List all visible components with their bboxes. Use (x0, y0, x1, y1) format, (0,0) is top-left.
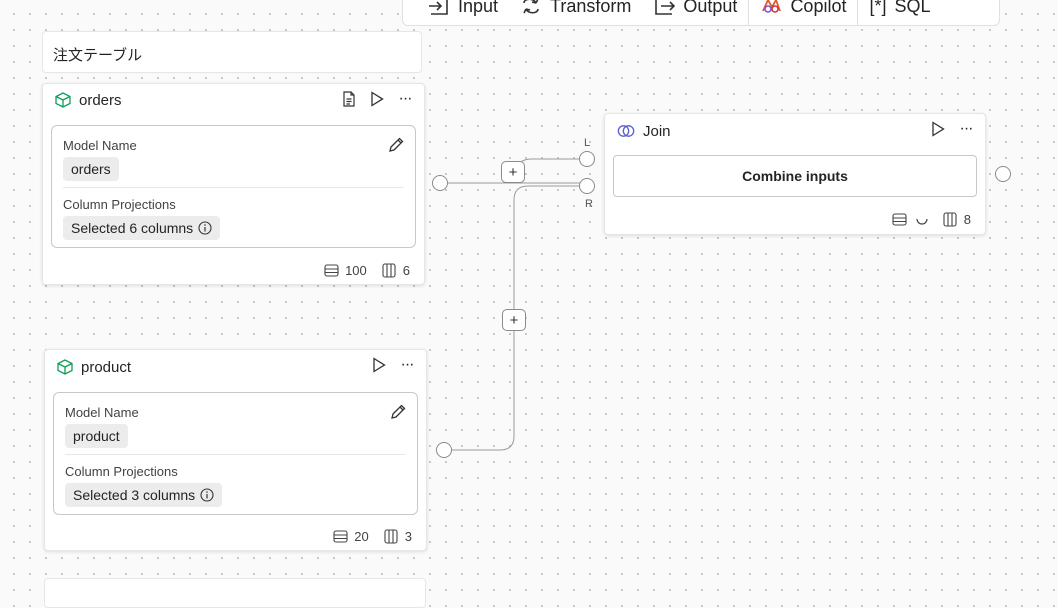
toolbar-divider (857, 0, 859, 25)
join-right-input-port[interactable] (579, 178, 595, 194)
toolbar-copilot-label: Copilot (790, 0, 847, 16)
divider (65, 454, 406, 455)
join-left-input-port[interactable] (579, 151, 595, 167)
column-count: 3 (404, 528, 412, 544)
model-cube-icon (55, 92, 71, 108)
toolbar-sql-button[interactable]: [*] SQL (858, 0, 941, 25)
column-projections-value: Selected 3 columns (73, 487, 196, 503)
edit-pencil-icon[interactable] (389, 403, 407, 421)
node-header: orders ··· (43, 84, 424, 116)
model-settings-panel: Model Name orders Column Projections Sel… (51, 125, 416, 248)
node-title: orders (79, 91, 122, 109)
more-options-icon[interactable]: ··· (400, 356, 415, 373)
columns-icon (383, 528, 399, 544)
combine-inputs-button[interactable]: Combine inputs (613, 155, 977, 197)
sql-icon: [*] (869, 0, 887, 16)
join-output-port[interactable] (995, 166, 1011, 182)
toolbar-output-label: Output (683, 0, 738, 16)
model-name-chip[interactable]: orders (63, 157, 119, 181)
toolbar-input-button[interactable]: Input (417, 0, 509, 25)
output-icon (653, 0, 676, 17)
edit-pencil-icon[interactable] (387, 136, 405, 154)
model-name-label: Model Name (65, 405, 139, 420)
row-count: 100 (345, 262, 367, 278)
node-header: product ··· (45, 350, 426, 384)
transform-icon (520, 0, 542, 17)
toolbar-sql-label: SQL (894, 0, 931, 16)
toolbar-transform-label: Transform (550, 0, 632, 16)
info-icon[interactable] (198, 221, 212, 235)
product-node[interactable]: product ··· Model Name product Column Pr… (44, 349, 427, 551)
rows-icon (892, 211, 908, 227)
info-icon[interactable] (200, 488, 214, 502)
run-icon[interactable] (929, 120, 947, 138)
run-icon[interactable] (370, 356, 388, 374)
copilot-icon (760, 0, 782, 17)
more-options-icon[interactable]: ··· (398, 90, 413, 107)
input-icon (428, 0, 450, 17)
loading-spinner-icon (914, 211, 930, 227)
run-icon[interactable] (368, 90, 386, 108)
left-port-label: L (584, 137, 591, 149)
right-port-label: R (585, 198, 593, 210)
column-projections-chip[interactable]: Selected 6 columns (63, 216, 221, 240)
toolbar-transform-button[interactable]: Transform (509, 0, 642, 25)
orders-node[interactable]: orders ··· Model Name orders Column Proj… (42, 83, 425, 285)
orders-output-port[interactable] (432, 175, 448, 191)
model-cube-icon (57, 359, 73, 375)
row-count: 20 (354, 528, 369, 544)
model-name-label: Model Name (63, 138, 137, 153)
add-step-button[interactable]: + (502, 309, 526, 331)
column-projections-label: Column Projections (65, 464, 178, 479)
columns-icon (942, 211, 958, 227)
column-count: 8 (963, 211, 971, 227)
toolbar: Input Transform Output Copilot [*] SQL (402, 0, 1000, 26)
rows-icon (323, 262, 339, 278)
column-projections-label: Column Projections (63, 197, 176, 212)
model-settings-panel: Model Name product Column Projections Se… (53, 392, 418, 515)
columns-icon (381, 262, 397, 278)
node-stats: 20 3 (332, 528, 412, 544)
toolbar-input-label: Input (458, 0, 499, 16)
model-name-chip[interactable]: product (65, 424, 128, 448)
node-stats: 8 (892, 211, 971, 227)
toolbar-divider (748, 0, 750, 25)
column-projections-value: Selected 6 columns (71, 220, 194, 236)
node-stats: 100 6 (323, 262, 410, 278)
product-output-port[interactable] (436, 442, 452, 458)
node-title: product (81, 358, 132, 376)
toolbar-copilot-button[interactable]: Copilot (749, 0, 857, 25)
node-title: Join (643, 122, 671, 140)
document-icon[interactable] (340, 90, 358, 108)
join-node[interactable]: Join ··· Combine inputs 8 (604, 113, 986, 235)
join-icon (617, 124, 635, 138)
group-label[interactable]: 注文テーブル (42, 31, 422, 73)
add-step-button[interactable]: + (501, 161, 525, 183)
column-count: 6 (402, 262, 410, 278)
rows-icon (332, 528, 348, 544)
toolbar-output-button[interactable]: Output (642, 0, 748, 25)
column-projections-chip[interactable]: Selected 3 columns (65, 483, 223, 507)
node-header: Join ··· (605, 114, 985, 148)
divider (63, 187, 404, 188)
next-group-label[interactable] (44, 578, 426, 608)
more-options-icon[interactable]: ··· (959, 120, 974, 137)
